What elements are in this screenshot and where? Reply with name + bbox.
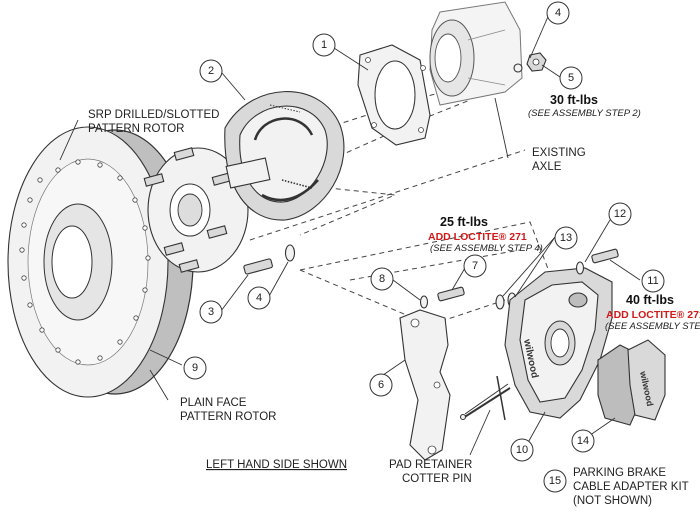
svg-text:10: 10 <box>516 444 528 456</box>
torque-value-caliper: 40 ft-lbs <box>626 293 674 307</box>
svg-text:6: 6 <box>378 379 384 391</box>
svg-text:14: 14 <box>577 435 589 447</box>
callout-14: 14 <box>571 429 595 453</box>
torque-note-axle: 30 ft-lbs (SEE ASSEMBLY STEP 2) <box>528 93 641 119</box>
label-rotor-drilled-line1: SRP DRILLED/SLOTTED <box>88 109 219 121</box>
callout-15: 15 <box>543 469 567 493</box>
loctite-note-caliper: ADD LOCTITE® 271 <box>606 309 700 321</box>
label-rotor-plain-line1: PLAIN FACE <box>180 397 247 409</box>
label-rotor-plain-line2: PATTERN ROTOR <box>180 411 276 423</box>
label-pad-retainer-line1: PAD RETAINER <box>389 459 472 471</box>
label-rotor-drilled-line2: PATTERN ROTOR <box>88 123 184 135</box>
bracket-bolts <box>419 286 517 310</box>
torque-value-axle: 30 ft-lbs <box>550 93 598 107</box>
brake-pads: wilwood <box>597 339 666 426</box>
rotor-drill-holes <box>19 159 151 365</box>
callout-2: 2 <box>199 59 223 83</box>
callout-5: 5 <box>559 66 583 90</box>
text-labels: SRP DRILLED/SLOTTED PATTERN ROTOR PLAIN … <box>88 109 689 507</box>
svg-text:4: 4 <box>256 292 262 304</box>
callout-9: 9 <box>183 356 207 380</box>
label-left-hand-side: LEFT HAND SIDE SHOWN <box>206 459 347 471</box>
callout-12: 12 <box>608 202 632 226</box>
svg-text:1: 1 <box>321 39 327 51</box>
cotter-pin <box>459 375 511 421</box>
callout-1: 1 <box>312 33 336 57</box>
callouts: 1 2 3 4 4 5 6 7 8 9 10 11 12 13 14 15 <box>183 1 665 493</box>
wheel-studs <box>143 147 233 273</box>
svg-text:11: 11 <box>647 275 658 287</box>
caliper-bracket <box>399 309 451 461</box>
loctite-note-bracket: ADD LOCTITE® 271 <box>428 231 527 243</box>
callout-8: 8 <box>370 267 394 291</box>
hub-hat <box>143 147 249 273</box>
label-parking-brake-line2: CABLE ADAPTER KIT <box>573 481 689 493</box>
callout-4-upper: 4 <box>546 1 570 25</box>
callout-6: 6 <box>369 373 393 397</box>
svg-text:8: 8 <box>379 273 385 285</box>
caliper-bolt-washer <box>575 248 619 275</box>
svg-text:5: 5 <box>568 72 574 84</box>
svg-text:12: 12 <box>614 208 626 220</box>
callout-11: 11 <box>641 269 665 293</box>
label-pad-retainer-line2: COTTER PIN <box>402 473 472 485</box>
torque-step-caliper: (SEE ASSEMBLY STEP 6) <box>605 321 700 332</box>
callout-7: 7 <box>463 254 487 278</box>
torque-note-caliper: 40 ft-lbs ADD LOCTITE® 271 (SEE ASSEMBLY… <box>605 293 700 332</box>
svg-text:15: 15 <box>549 475 561 487</box>
hub-bolt-washer <box>243 244 296 275</box>
existing-axle <box>429 1 523 106</box>
torque-step-axle: (SEE ASSEMBLY STEP 2) <box>528 108 641 119</box>
svg-text:2: 2 <box>208 65 214 77</box>
svg-text:3: 3 <box>208 306 214 318</box>
torque-step-bracket: (SEE ASSEMBLY STEP 4) <box>430 243 543 254</box>
label-existing-axle-line1: EXISTING <box>532 147 586 159</box>
caliper: wilwood <box>504 267 613 419</box>
callout-4-lower: 4 <box>247 286 271 310</box>
axle-nut-washer <box>513 52 547 73</box>
callout-10: 10 <box>510 438 534 462</box>
label-parking-brake-line3: (NOT SHOWN) <box>573 495 652 507</box>
torque-note-bracket: 25 ft-lbs ADD LOCTITE® 271 (SEE ASSEMBLY… <box>428 215 543 254</box>
torque-value-bracket: 25 ft-lbs <box>440 215 488 229</box>
label-parking-brake-line1: PARKING BRAKE <box>573 467 666 479</box>
svg-text:4: 4 <box>555 7 561 19</box>
label-existing-axle-line2: AXLE <box>532 161 562 173</box>
parking-brake-assembly <box>224 91 345 221</box>
svg-text:9: 9 <box>192 362 198 374</box>
svg-text:7: 7 <box>472 260 478 272</box>
axle-adapter-plate <box>357 44 431 146</box>
callout-13: 13 <box>554 226 578 250</box>
leader-lines <box>59 11 641 456</box>
callout-3: 3 <box>199 300 223 324</box>
svg-text:13: 13 <box>560 232 572 244</box>
